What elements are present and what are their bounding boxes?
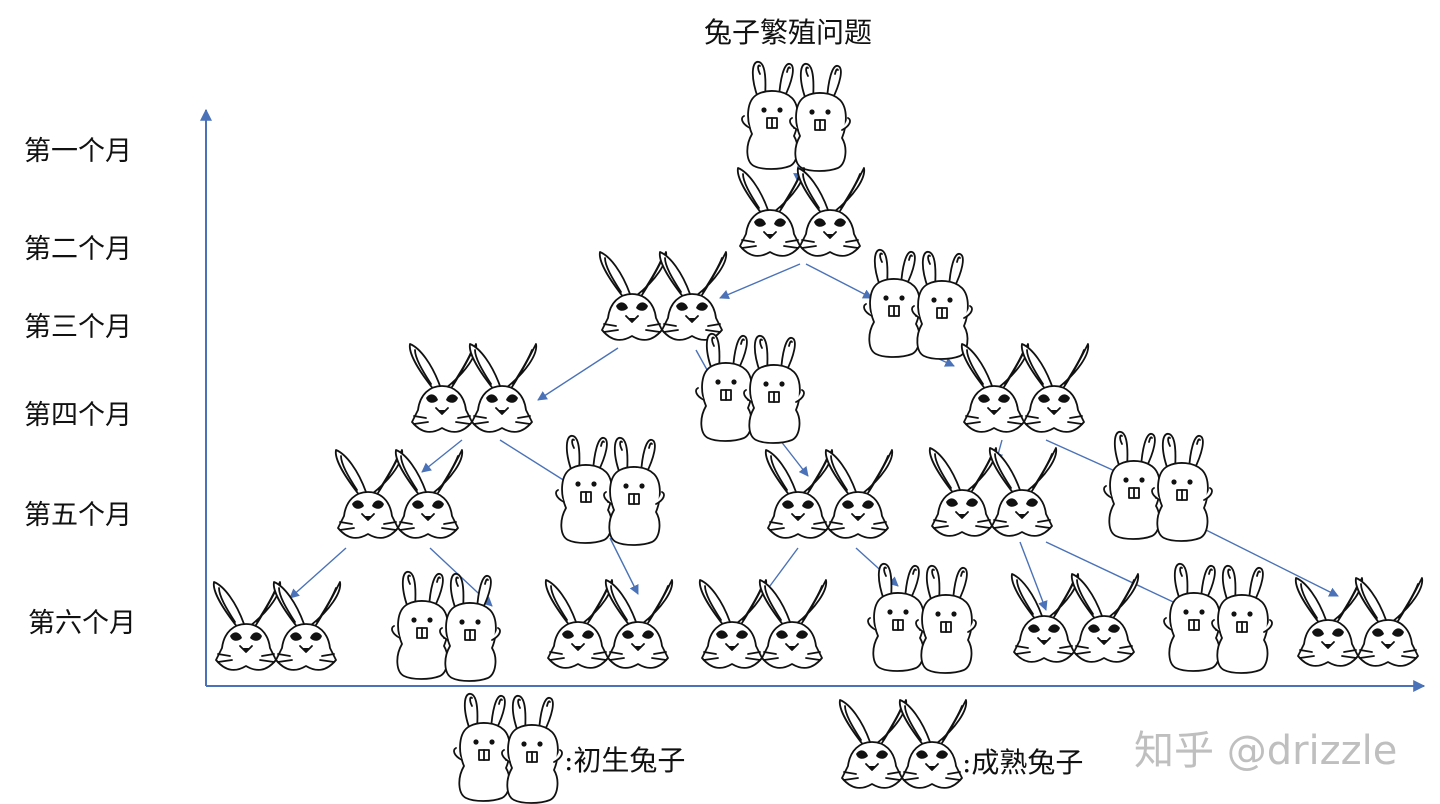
newborn-rabbit-pair: [868, 564, 976, 673]
month-label-4: 第四个月: [24, 400, 132, 431]
newborn-rabbit-pair: [742, 62, 850, 171]
mature-rabbit-pair: [546, 580, 672, 668]
newborn-rabbit-pair: [696, 334, 804, 443]
breeding-arrows: [289, 166, 1339, 611]
legend: :初生兔子 :成熟兔子: [454, 694, 1083, 803]
newborn-rabbit-pair: [864, 250, 972, 359]
mature-rabbit-pair: [962, 344, 1088, 432]
mature-rabbit-pair: [410, 344, 536, 432]
legend-newborn-icon: [454, 694, 562, 803]
mature-rabbit-pair: [1012, 574, 1138, 662]
newborn-rabbit-pair: [392, 572, 500, 681]
watermark: 知乎 @drizzle: [1134, 728, 1397, 774]
mature-rabbit-pair: [1296, 578, 1422, 666]
legend-newborn-label: :初生兔子: [564, 744, 685, 777]
legend-mature-icon: [840, 700, 966, 788]
legend-mature-label: :成熟兔子: [962, 746, 1083, 779]
mature-rabbit-pair: [738, 168, 864, 256]
newborn-rabbit-pair: [1104, 432, 1212, 541]
diagram-title: 兔子繁殖问题: [704, 16, 872, 49]
mature-rabbit-pair: [336, 450, 462, 538]
month-label-5: 第五个月: [24, 500, 132, 531]
month-label-2: 第二个月: [24, 234, 132, 265]
month-label-1: 第一个月: [24, 136, 132, 167]
month-label-3: 第三个月: [24, 312, 132, 343]
mature-rabbit-pair: [600, 252, 726, 340]
newborn-rabbit-pair: [556, 436, 664, 545]
mature-rabbit-pair: [766, 450, 892, 538]
mature-rabbit-pair: [930, 448, 1056, 536]
newborn-rabbit-pair: [1164, 564, 1272, 673]
mature-rabbit-pair: [214, 582, 340, 670]
mature-rabbit-pair: [700, 580, 826, 668]
month-label-6: 第六个月: [28, 608, 136, 639]
rabbit-pairs: [214, 62, 1422, 681]
